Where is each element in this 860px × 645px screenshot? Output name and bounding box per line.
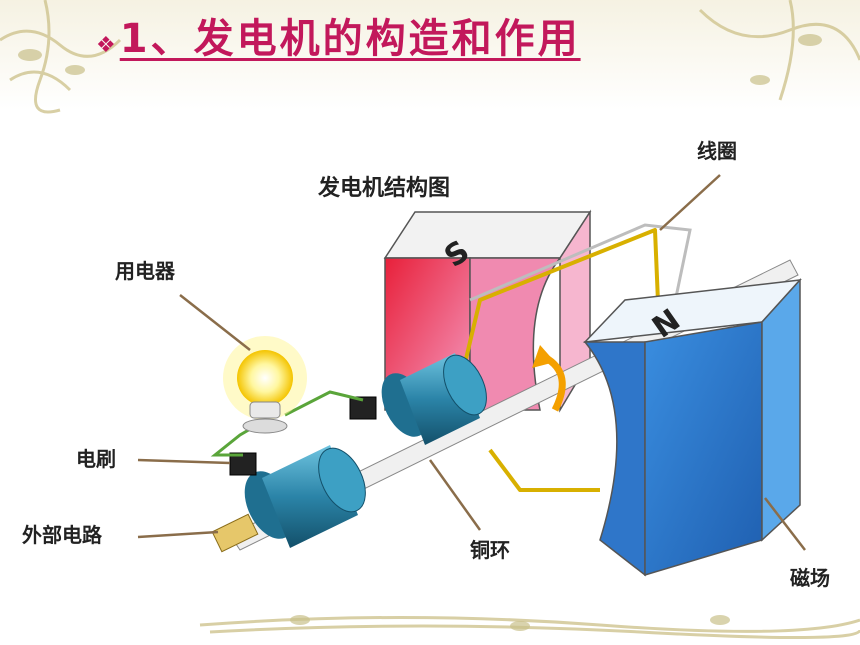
leader-external — [137, 530, 219, 539]
magnet-s — [383, 209, 592, 413]
brush-front — [229, 452, 257, 476]
leader-appliance — [179, 294, 251, 351]
coil — [453, 228, 662, 492]
leader-field — [764, 497, 806, 551]
title-text: 1、发电机的构造和作用 — [119, 16, 581, 62]
light-bulb-icon — [223, 336, 307, 434]
label-copper-ring: 铜环 — [470, 538, 510, 562]
leader-ring — [428, 459, 482, 531]
leader-brush — [137, 458, 231, 465]
label-external-circuit: 外部电路 — [22, 523, 103, 547]
label-coil: 线圈 — [697, 139, 737, 163]
copper-ring-front — [244, 445, 366, 548]
rotation-arrow-icon — [532, 345, 566, 412]
bullet-icon: ❖ — [96, 33, 116, 58]
label-magnetic-field: 磁场 — [790, 566, 830, 590]
magnet-n — [583, 278, 802, 577]
label-appliance: 用电器 — [115, 259, 176, 283]
label-brush: 电刷 — [76, 447, 116, 471]
diagram-title: 发电机结构图 — [317, 175, 450, 201]
external-wire — [210, 390, 364, 457]
brush-back — [349, 396, 377, 420]
copper-ring-back — [381, 353, 487, 445]
generator-diagram: S N — [22, 139, 830, 590]
slide-title: ❖ 1、发电机的构造和作用 — [96, 6, 581, 64]
leader-coil — [659, 174, 721, 231]
